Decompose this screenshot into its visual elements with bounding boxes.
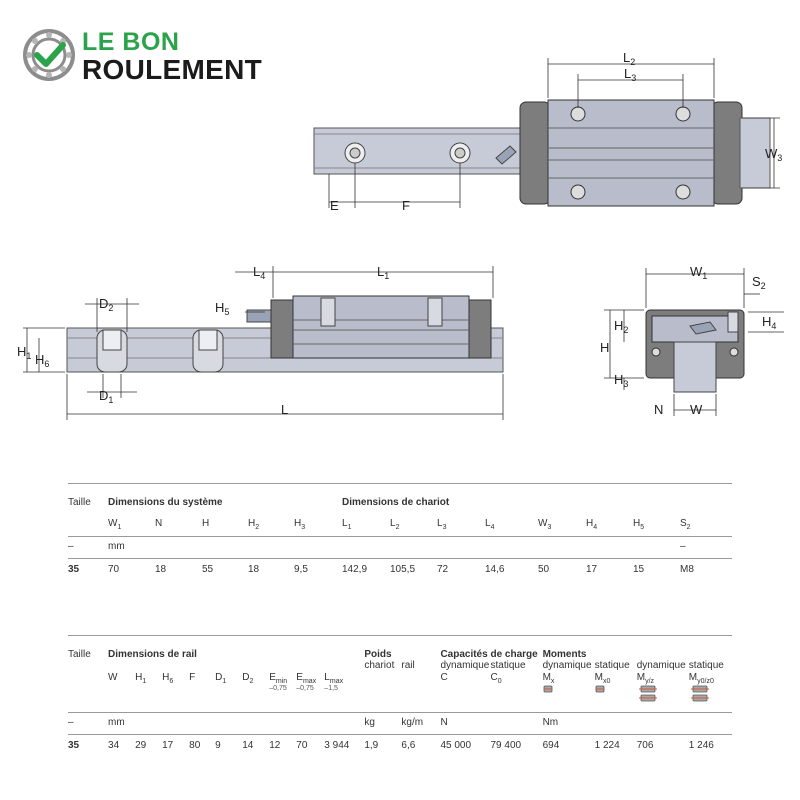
svg-text:H3: H3 <box>614 372 628 389</box>
col-header: H3 <box>294 518 306 531</box>
svg-text:H1: H1 <box>17 344 31 361</box>
dim-E-label: E <box>330 198 339 213</box>
col-header: W3 <box>538 518 552 531</box>
brand-logo: LE BON ROULEMENT <box>22 26 302 86</box>
moment-roll-icon <box>595 685 605 693</box>
dim-H1-label: H <box>17 344 26 359</box>
col-header-Myz0: My0/z0 <box>689 672 732 712</box>
col-header: H1 <box>135 672 147 685</box>
svg-text:L4: L4 <box>253 264 265 281</box>
group-charge: Capacités de charge <box>440 649 538 660</box>
dim-H3-label: H <box>614 372 623 387</box>
col-header: H5 <box>633 518 645 531</box>
col-header: W <box>108 672 118 683</box>
col-taille: Taille <box>68 649 91 660</box>
dim-W-label: W <box>690 402 703 417</box>
dim-H5-label: H <box>215 300 224 315</box>
col-header: L4 <box>485 518 495 531</box>
dim-F-label: F <box>402 198 410 213</box>
side-carriage-shape <box>292 295 470 359</box>
moment-roll-icon <box>543 685 552 693</box>
col-header: D1 <box>215 672 227 685</box>
col-header: L3 <box>437 518 447 531</box>
svg-text:L2: L2 <box>623 50 635 67</box>
moment-pitch-yaw-icon <box>638 685 657 702</box>
brand-line1: LE BON <box>82 28 180 56</box>
end-view-drawing: W1 S2 H2 H4 H H3 N W <box>600 264 784 417</box>
col-header: H <box>202 518 210 529</box>
group-moments: Moments <box>542 649 587 660</box>
bearing-logo-icon <box>23 29 75 81</box>
dim-L3-label: L <box>624 66 631 81</box>
group-poids: Poids <box>364 649 392 660</box>
svg-text:S2: S2 <box>752 274 766 291</box>
svg-text:H5: H5 <box>215 300 229 317</box>
group-system-dimensions: Dimensions du système <box>108 497 223 508</box>
svg-text:L3: L3 <box>624 66 636 83</box>
svg-text:W1: W1 <box>690 264 707 281</box>
table-row: 35 34 29 17 80 9 14 12 70 3 944 1,9 6,6 … <box>68 739 714 751</box>
col-header: S2 <box>680 518 691 531</box>
col-header: N <box>155 518 163 529</box>
svg-text:H6: H6 <box>35 352 49 369</box>
dim-L-label: L <box>281 402 288 417</box>
col-header: H4 <box>586 518 598 531</box>
group-chariot-dimensions: Dimensions de chariot <box>342 497 450 508</box>
svg-text:D1: D1 <box>99 388 113 405</box>
col-header: Emin–0,75 <box>269 672 288 692</box>
side-view-drawing: L4 L1 D2 H5 H1 H6 D1 L <box>17 264 504 420</box>
units-row: – mm – <box>68 536 732 558</box>
col-header: Emax–0,75 <box>296 672 317 692</box>
svg-text:W3: W3 <box>765 146 782 163</box>
dim-H2-label: H <box>614 318 623 333</box>
svg-text:H4: H4 <box>762 314 776 331</box>
svg-text:H2: H2 <box>614 318 628 335</box>
svg-text:L1: L1 <box>377 264 389 281</box>
group-rail-dimensions: Dimensions de rail <box>108 649 197 660</box>
col-header-Mx: Mx <box>543 672 595 712</box>
dim-N-label: N <box>654 402 663 417</box>
dim-D1-label: D <box>99 388 108 403</box>
col-header: L2 <box>390 518 400 531</box>
col-header: H6 <box>162 672 174 685</box>
svg-text:D2: D2 <box>99 296 113 313</box>
header-row: W1 N H H2 H3 L1 L2 L3 L4 W3 H4 H5 S2 <box>68 508 732 536</box>
dim-H4-label: H <box>762 314 771 329</box>
col-header: Lmax–1,5 <box>324 672 344 692</box>
col-header-Myz: My/z <box>637 672 689 712</box>
dim-W3-label: W <box>765 146 778 161</box>
col-header: F <box>189 672 196 683</box>
dim-L1-label: L <box>377 264 384 279</box>
system-dimensions-table: Taille Dimensions du système Dimensions … <box>68 483 732 582</box>
table-row: 35 70 18 55 18 9,5 142,9 105,5 72 14,6 5… <box>68 563 694 575</box>
col-header: W1 <box>108 518 122 531</box>
header-row: W H1 H6 F D1 D2 Emin–0,75 Emax–0,75 Lmax… <box>68 672 732 712</box>
dim-L2-label: L <box>623 50 630 65</box>
col-header: D2 <box>242 672 254 685</box>
dim-W1-label: W <box>690 264 703 279</box>
dim-H6-label: H <box>35 352 44 367</box>
dim-H-label: H <box>600 340 609 355</box>
dim-D2-label: D <box>99 296 108 311</box>
col-header-C0: C0 <box>490 672 502 685</box>
col-header-Mx0: Mx0 <box>595 672 637 712</box>
top-view-drawing: L2 L3 W3 E F <box>313 50 782 213</box>
col-taille: Taille <box>68 497 91 508</box>
units-row: – mm kg kg/m N Nm <box>68 712 732 734</box>
rail-capacity-table: Taille Dimensions de rail Poids Capacité… <box>68 635 732 758</box>
brand-line2: ROULEMENT <box>82 54 263 85</box>
dim-S2-label: S <box>752 274 761 289</box>
dim-L4-label: L <box>253 264 260 279</box>
col-header: H2 <box>248 518 260 531</box>
moment-pitch-yaw-icon <box>690 685 709 702</box>
col-header-C: C <box>440 672 448 683</box>
col-header: L1 <box>342 518 352 531</box>
